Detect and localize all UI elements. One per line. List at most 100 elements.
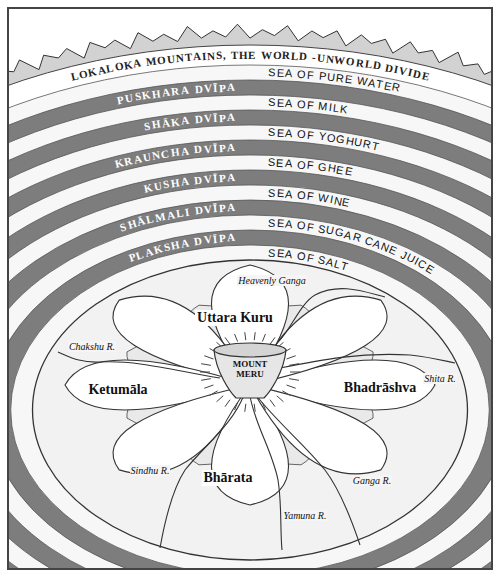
label-glyph [190,114,194,127]
frame [8,8,492,569]
label-glyph: Ī [213,172,218,185]
label-glyph: N [175,51,184,65]
sea-ring [8,215,492,569]
label-glyph: A [161,86,170,100]
lotus [65,265,435,505]
label-glyph: H [151,118,161,132]
label-glyph: D [194,83,203,97]
label-glyph: N [151,149,161,163]
sea-label: SEA OF GHEE [261,152,360,183]
label-glyph: F [305,251,314,265]
label-glyph [314,130,319,143]
label-glyph: T [371,139,380,153]
continent-label: SHĀKA DVĪPA [136,107,242,137]
meru-top [214,343,286,357]
meru-rays [200,332,300,412]
label-glyph: O [326,131,336,145]
label-glyph: S [268,186,276,199]
label-glyph: A [227,81,235,94]
meru-ray [277,396,284,402]
label-glyph: S [216,49,223,62]
label-glyph [308,51,312,64]
label-glyph: , [223,49,226,62]
label-glyph: S [268,96,276,109]
label-glyph: E [341,196,351,210]
meru-ray [225,400,230,407]
label-glyph: S [143,119,151,133]
meru-ray [245,332,246,340]
world-rings [8,24,492,569]
sea-label: SEA OF SALT [261,242,355,277]
label-glyph: Ī [213,202,218,215]
label-glyph: I [328,101,333,114]
label-glyph: U [326,70,335,84]
label-glyph: K [123,58,134,72]
label-glyph: V [203,203,212,217]
label-glyph [190,83,194,96]
label-glyph: - [311,51,316,64]
label-glyph: I [184,205,190,218]
lokaloka-band [8,45,492,569]
label-glyph: A [180,236,190,250]
label-glyph: S [268,66,276,79]
label-glyph: A [192,50,201,64]
label-glyph: A [180,84,189,98]
region-label: Bhadrāshva [342,380,418,396]
label-glyph: L [364,57,373,71]
sea-ring [8,95,492,569]
continent-label: KRAUNCHA DVĪPA [108,137,242,175]
label-glyph [314,99,318,112]
label-glyph: O [296,158,306,172]
label-glyph: E [344,72,353,86]
label-glyph: E [420,69,430,83]
label-glyph: V [203,142,212,156]
label-glyph: O [297,128,307,142]
label-glyph: E [276,157,284,170]
label-glyph: A [285,67,293,80]
label-glyph: N [207,49,216,62]
label-glyph: F [306,98,314,112]
label-glyph: E [383,79,393,93]
label-glyph [189,144,193,157]
label-glyph: A [284,157,292,171]
label-glyph: K [170,115,180,129]
label-glyph: K [113,156,124,171]
label-glyph: O [297,188,307,202]
sea-ring [8,155,492,569]
label-glyph: K [141,88,151,102]
meru-ray [204,385,213,388]
label-glyph: G [335,133,345,147]
sea-ring [8,125,492,569]
label-glyph: A [132,57,142,71]
label-glyph: F [306,190,314,204]
sea-label: SEA OF PURE WATER [261,62,407,99]
continent-ring [8,170,492,569]
continent-label: PLAKSHA DVĪPA [121,227,242,269]
label-glyph: F [306,220,315,234]
label-glyph: F [306,68,314,82]
label-glyph: A [285,127,293,140]
lotus-petal [250,385,387,474]
label-glyph: P [219,81,226,94]
label-glyph: P [218,232,226,245]
region-label: Bhārata [202,470,255,486]
label-glyph: K [339,102,348,116]
label-glyph: E [335,163,345,177]
label-glyph: U [124,91,134,105]
label-glyph: W [356,74,368,88]
sea-ring [11,245,490,569]
label-glyph: Y [318,130,327,144]
sea-ring [8,65,492,569]
label-glyph: S [317,222,327,236]
label-glyph: P [116,93,125,107]
label-glyph: P [219,142,226,155]
label-glyph: Ī [213,112,218,125]
label-glyph: R [351,230,362,245]
label-glyph: A [165,208,175,222]
meru-ray [287,356,296,359]
label-glyph: H [170,238,181,253]
label-glyph: O [272,49,281,62]
river-line [280,354,455,368]
label-glyph: A [367,76,376,90]
label-glyph: A [284,97,292,110]
